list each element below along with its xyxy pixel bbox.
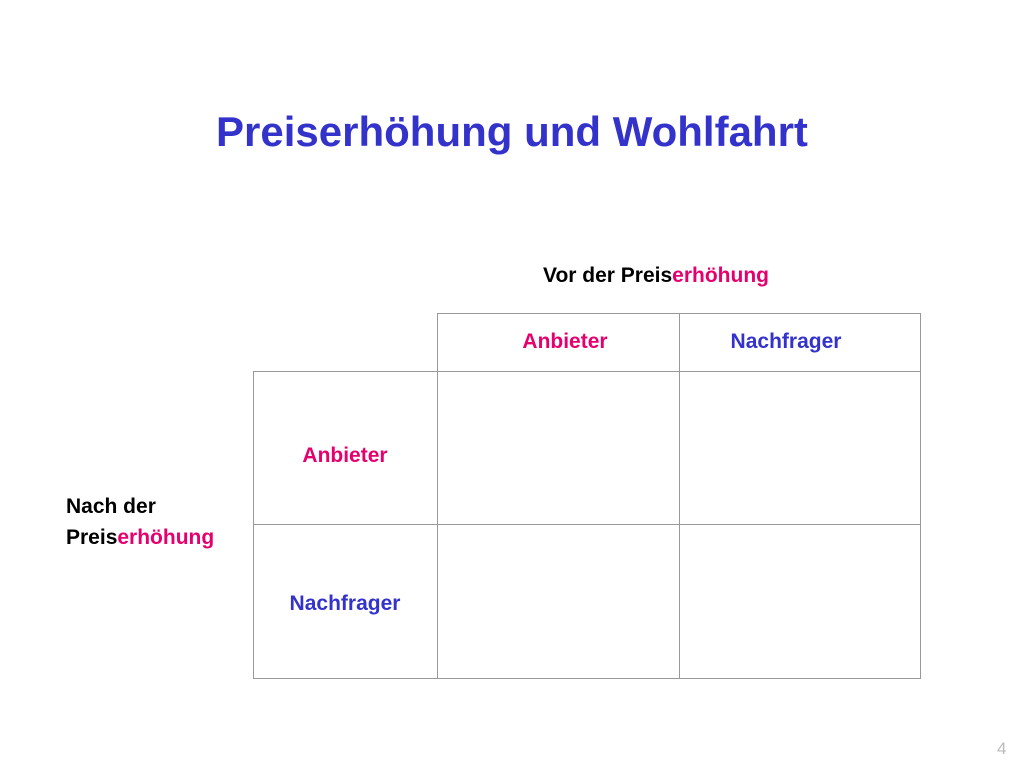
grid-line-left — [253, 371, 254, 679]
row-group-header-line1: Nach der — [66, 495, 156, 518]
matrix-cell-anbieter-anbieter — [438, 372, 679, 524]
matrix-cell-nachfrager-nachfrager — [680, 525, 920, 678]
grid-line-row-divider — [253, 524, 921, 525]
grid-line-col-divider — [679, 313, 680, 679]
row-group-header-line2: Preiserhöhung — [66, 522, 214, 553]
matrix-cell-anbieter-nachfrager — [680, 372, 920, 524]
row-group-header-prefix: Preis — [66, 526, 118, 549]
grid-line-header-bottom — [253, 371, 921, 372]
matrix-cell-nachfrager-anbieter — [438, 525, 679, 678]
column-header-nachfrager: Nachfrager — [730, 330, 842, 353]
row-header-anbieter: Anbieter — [302, 444, 388, 467]
page-number: 4 — [997, 739, 1007, 758]
row-group-header: Nach der Preiserhöhung — [66, 491, 214, 553]
column-group-header-prefix: Vor der Preis — [543, 264, 673, 287]
grid-line-col1-left — [437, 313, 438, 679]
column-header-anbieter: Anbieter — [522, 330, 608, 353]
grid-line-right — [920, 313, 921, 679]
grid-line-bottom — [253, 678, 921, 679]
row-header-nachfrager: Nachfrager — [289, 592, 401, 615]
slide-title: Preiserhöhung und Wohlfahrt — [216, 108, 808, 155]
column-group-header-highlight: erhöhung — [672, 264, 769, 287]
column-group-header: Vor der Preiserhöhung — [543, 264, 769, 288]
row-group-header-highlight: erhöhung — [117, 526, 215, 549]
